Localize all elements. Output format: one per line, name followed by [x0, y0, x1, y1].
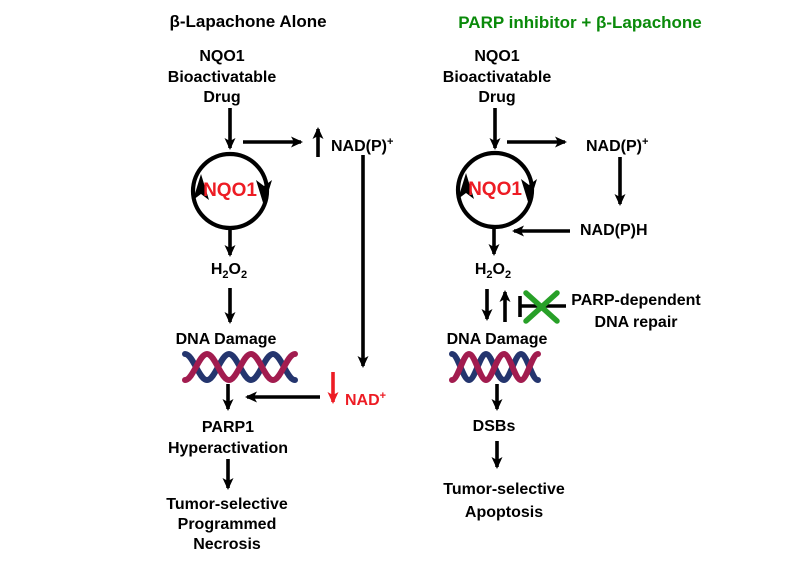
h2o2-label-right: H2O2	[475, 261, 511, 284]
outcome-line1: Tumor-selective	[166, 496, 288, 513]
repair-line1: PARP-dependent	[571, 292, 701, 309]
cycle-arrowhead-up-icon	[193, 174, 209, 200]
apoptosis-outcome-label: Tumor-selective Apoptosis	[443, 478, 565, 524]
nqo1-enzyme-label-right: NQO1	[468, 179, 522, 200]
h2o2-h: H	[474, 261, 487, 278]
drug-line3: Drug	[203, 89, 241, 106]
h2o2-label-left: H2O2	[211, 261, 247, 284]
parp1-line2: Hyperactivation	[167, 440, 289, 457]
nadp-superscript: +	[387, 136, 394, 148]
left-panel-title: β-Lapachone Alone	[169, 12, 327, 31]
h2o2-sub2: 2	[241, 269, 248, 281]
nadp-base: NAD(P)	[331, 138, 387, 155]
left-pathway-graphics	[182, 108, 369, 490]
right-panel-title: PARP inhibitor + β-Lapachone	[458, 13, 702, 32]
drug-label-left: NQO1 Bioactivatable Drug	[168, 47, 276, 109]
nadp-superscript: +	[642, 136, 649, 148]
outcome-line3: Necrosis	[193, 536, 261, 553]
nadp-base: NAD(P)	[586, 138, 642, 155]
nadp-label-left: NAD(P)+	[331, 133, 393, 156]
parp1-line1: PARP1	[201, 419, 255, 436]
nad-base: NAD	[345, 392, 380, 409]
h2o2-sub2: 2	[505, 269, 512, 281]
outcome-line2: Apoptosis	[464, 504, 544, 521]
dna-damage-label-left: DNA Damage	[175, 331, 277, 348]
blocked-x-icon	[523, 290, 560, 324]
dsbs-label: DSBs	[472, 418, 516, 435]
drug-line1: NQO1	[199, 48, 245, 65]
cycle-arrowhead-down-icon	[256, 180, 272, 206]
parp-repair-label: PARP-dependent DNA repair	[571, 290, 700, 333]
cycle-arrowhead-up-icon	[458, 173, 474, 199]
dna-helix-icon-right	[449, 350, 541, 384]
drug-line1: NQO1	[474, 48, 520, 65]
right-pathway-graphics	[449, 108, 626, 469]
dna-damage-label-right: DNA Damage	[446, 331, 548, 348]
outcome-line1: Tumor-selective	[443, 481, 565, 498]
h2o2-sub1: 2	[486, 269, 493, 281]
repair-line2: DNA repair	[594, 313, 678, 331]
nqo1-enzyme-label-left: NQO1	[203, 180, 257, 201]
h2o2-o: O	[228, 261, 242, 278]
h2o2-h: H	[210, 261, 223, 278]
nad-label: NAD+	[345, 387, 386, 410]
parp1-label: PARP1 Hyperactivation	[168, 417, 288, 459]
nadph-label: NAD(P)H	[580, 222, 648, 239]
outcome-line2: Programmed	[177, 516, 277, 533]
cycle-arrowhead-down-icon	[521, 179, 537, 205]
nadp-label-right: NAD(P)+	[586, 133, 648, 156]
h2o2-sub1: 2	[222, 269, 229, 281]
drug-line2: Bioactivatable	[167, 68, 277, 86]
h2o2-o: O	[492, 261, 506, 278]
drug-label-right: NQO1 Bioactivatable Drug	[443, 47, 551, 109]
necrosis-outcome-label: Tumor-selective Programmed Necrosis	[166, 495, 288, 555]
drug-line3: Drug	[478, 89, 516, 106]
dna-helix-icon-left	[182, 350, 298, 384]
nad-superscript: +	[379, 390, 387, 402]
drug-line2: Bioactivatable	[442, 68, 552, 86]
